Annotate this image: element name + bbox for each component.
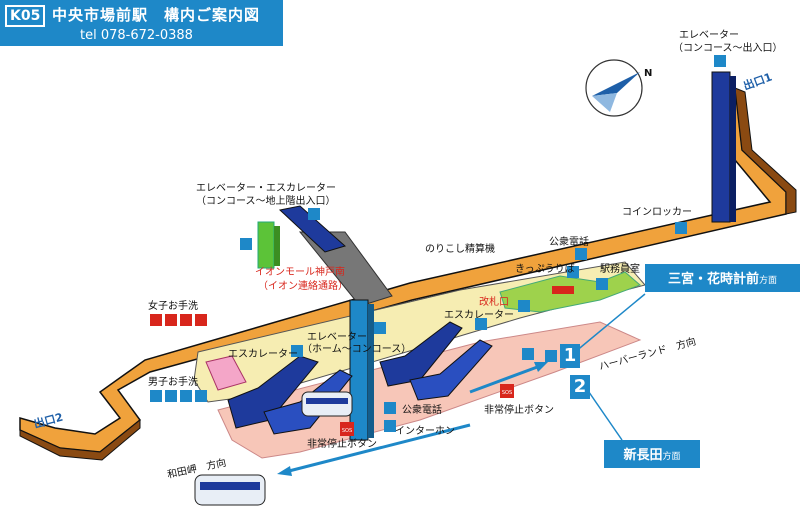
men-icon (150, 390, 162, 402)
escalator-left-label: エスカレーター (228, 348, 298, 360)
elevator-exit1-icon (714, 55, 726, 67)
station-office-icon (596, 278, 608, 290)
track2-number: 2 (570, 375, 590, 399)
elevator-ground-icon (240, 238, 252, 250)
intercom-label: インターホン (395, 425, 455, 437)
train-platform (301, 391, 353, 417)
public-phone-icon (575, 248, 587, 260)
urinal-men-icon (195, 390, 207, 402)
babycare-men-icon (180, 390, 192, 402)
elevator-platform-label: エレベーター (307, 331, 367, 343)
track1-number: 1 (560, 344, 580, 368)
wadamisaki-arrow-head (277, 466, 292, 476)
direction-track2-box: 新長田方面 (604, 440, 700, 468)
aeon-label: イオンモール神戸南 (255, 265, 345, 278)
escalator-right-icon (475, 318, 487, 330)
passage-shadow-right (734, 87, 797, 215)
ticket-gate-label: 改札口 (479, 295, 509, 308)
ticket-machine-icon (567, 266, 579, 278)
wheelchair-men-icon (165, 390, 177, 402)
elev-esc-ground-sublabel: （コンコース〜地上階出入口） (196, 194, 336, 207)
phone-bottom-icon (384, 402, 396, 414)
exit1-label: 出口1 (741, 70, 774, 93)
babycare-women-icon (180, 314, 192, 326)
station-office-marker (552, 286, 574, 294)
corridor (19, 87, 797, 461)
train-platform-windows (306, 398, 348, 404)
direction-track1-name: 三宮・花時計前 (667, 272, 759, 287)
harborland-arrow-head (534, 362, 548, 372)
harborland-arrow-shaft (469, 364, 541, 394)
track1-callout-line (574, 293, 646, 353)
ticket-machine-label: きっぷうりば (515, 263, 575, 275)
elevator-platform-body (349, 299, 369, 441)
sos-right-box (500, 384, 514, 398)
elevator-platform-side (368, 304, 374, 438)
station-header: K05 中央市場前駅 構内ご案内図 tel 078-672-0388 (0, 0, 283, 46)
elevator-exit1-label: エレベーター (679, 29, 739, 41)
direction-track2-name: 新長田 (623, 448, 663, 463)
station-tel: tel 078-672-0388 (80, 28, 193, 43)
escalator-left-a (227, 355, 319, 429)
compass-north-label: N (644, 68, 652, 79)
womens-restroom-label: 女子お手洗 (148, 299, 198, 312)
escalator-left-icon (291, 345, 303, 357)
wadamisaki-arrow-shaft (284, 423, 471, 474)
compass-needle-shade (592, 93, 617, 112)
ground-elevator-body (257, 221, 275, 269)
escalator-ground-icon (308, 208, 320, 220)
coin-locker-icon (675, 222, 687, 234)
sos-right-text: SOS (502, 390, 512, 396)
compass: N (585, 59, 652, 117)
wheelchair-women-icon (165, 314, 177, 326)
elevator-exit1-body (711, 71, 731, 223)
emergency-right-label: 非常停止ボタン (484, 403, 554, 416)
fare-adjust-label: のりこし精算機 (425, 242, 495, 255)
station-office-label: 駅務員室 (600, 262, 640, 275)
platform-elevator-icon (522, 348, 534, 360)
women-icon (150, 314, 162, 326)
intercom-icon (384, 420, 396, 432)
passage-shadow-left (19, 418, 141, 461)
escalator-right-label: エスカレーター (444, 309, 514, 321)
public-phone-bottom-label: 公衆電話 (402, 403, 442, 416)
aeon-sublabel: （イオン連絡通路） (258, 279, 348, 292)
direction-track1-box: 三宮・花時計前方面 (645, 264, 800, 292)
ticket-gate-icon (518, 300, 530, 312)
direction-track2-suffix: 方面 (662, 452, 681, 462)
platform-escalator-icon (545, 350, 557, 362)
escalator-right-a (379, 321, 463, 387)
ground-elevator-escalator (257, 205, 347, 269)
sos-right: SOS (500, 384, 514, 398)
compass-needle (592, 72, 640, 96)
mens-restroom-label: 男子お手洗 (148, 375, 198, 388)
station-code: K05 (5, 5, 46, 27)
coin-locker-label: コインロッカー (622, 206, 692, 218)
train-wadamisaki-windows (200, 482, 260, 490)
emergency-left-label: 非常停止ボタン (307, 437, 377, 450)
elevator-exit1-side (730, 76, 736, 222)
sos-left: SOS (340, 422, 354, 436)
womens-restroom-room (205, 355, 247, 391)
public-phone-top-label: 公衆電話 (549, 235, 589, 248)
diaper-women-icon (195, 314, 207, 326)
elevator-exit1-shaft (711, 71, 736, 223)
ground-escalator (278, 205, 347, 253)
sos-left-text: SOS (342, 428, 352, 434)
sos-left-box (340, 422, 354, 436)
elevator-platform-sublabel: （ホーム〜コンコース） (302, 343, 411, 355)
station-title: 中央市場前駅 構内ご案内図 (52, 6, 261, 24)
elevator-platform-icon (374, 322, 386, 334)
escalator-right (379, 321, 493, 401)
train-wadamisaki (194, 474, 266, 506)
elevator-exit1-sublabel: （コンコース〜出入口） (673, 41, 783, 54)
escalator-right-b (409, 339, 493, 401)
ground-elevator-side (274, 226, 280, 266)
elev-esc-ground-label: エレベーター・エスカレーター (196, 182, 336, 194)
elevator-platform-shaft (349, 299, 374, 441)
direction-track1-suffix: 方面 (759, 276, 778, 286)
